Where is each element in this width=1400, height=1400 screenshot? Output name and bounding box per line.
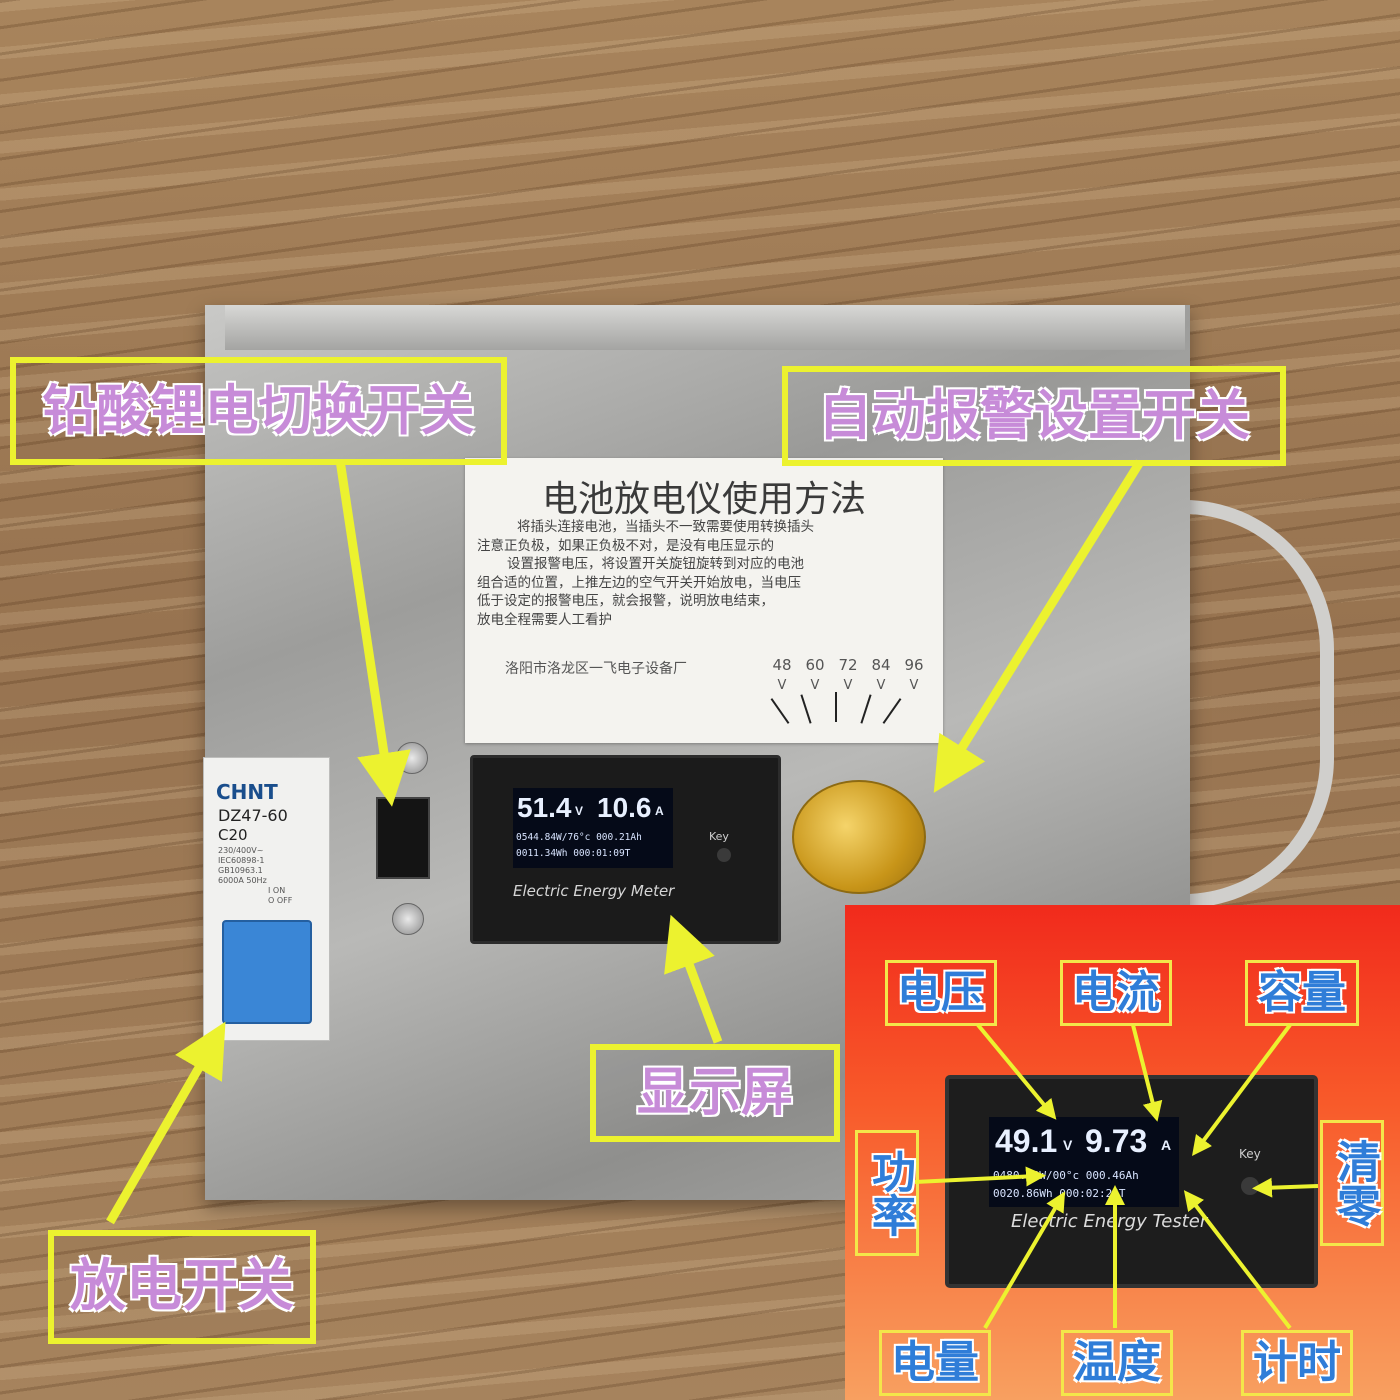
dial-tick xyxy=(835,692,837,722)
breaker-spec-line: 6000A 50Hz xyxy=(218,876,267,885)
meter-current: 10.6 xyxy=(597,792,652,823)
breaker-model: DZ47-60 xyxy=(218,806,288,825)
breaker-off-label: O OFF xyxy=(268,896,293,905)
instruction-line: 组合适的位置，上推左边的空气开关开始放电，当电压 xyxy=(477,574,801,591)
arrow-inset-voltage xyxy=(976,1023,1057,1120)
meter-voltage: 51.4 xyxy=(517,792,572,823)
inset-meter-brand: Electric Energy Tester xyxy=(1011,1211,1208,1232)
breaker-on-label: I ON xyxy=(268,886,286,895)
voltage-unit: V xyxy=(843,678,853,693)
label-discharge-switch: 放电开关 xyxy=(48,1230,316,1344)
sticker-instructions: 将插头连接电池，当插头不一致需要使用转换插头 注意正负极，如果正负极不对，是没有… xyxy=(477,518,933,629)
inset-current-unit: A xyxy=(1161,1137,1172,1153)
breaker-rating: C20 xyxy=(218,826,248,844)
breaker-spec-line: IEC60898-1 xyxy=(218,856,265,865)
arrow-to-breaker xyxy=(106,1021,226,1225)
voltage-unit: V xyxy=(777,678,787,693)
arrow-to-rocker-switch xyxy=(335,459,411,807)
inset-voltage-unit: V xyxy=(1063,1137,1073,1153)
sticker-company: 洛阳市洛龙区一飞电子设备厂 xyxy=(505,661,687,677)
arrow-inset-energy xyxy=(983,1191,1066,1330)
label-lead-lithium-switch: 铅酸锂电切换开关 xyxy=(10,357,507,465)
voltage-value: 48 xyxy=(772,656,792,674)
voltage-unit: V xyxy=(876,678,886,693)
instruction-line: 将插头连接电池，当插头不一致需要使用转换插头 xyxy=(517,519,814,535)
breaker-spec-line: GB10963.1 xyxy=(218,866,263,875)
meter-screen: 51.4 V 10.6 A 0544.84W/76°c 000.21Ah 001… xyxy=(513,788,673,868)
meter-detail-inset: 49.1 V 9.73 A 0480.00W/00°c 000.46Ah 002… xyxy=(845,905,1400,1400)
meter-key-label: Key xyxy=(709,830,729,843)
meter-row-energy: 0011.34Wh 000:01:09T xyxy=(516,848,631,859)
voltage-value: 84 xyxy=(871,656,891,674)
arrow-inset-power xyxy=(914,1166,1046,1187)
voltage-value: 96 xyxy=(904,656,924,674)
voltage-unit: V xyxy=(909,678,919,693)
sticker-title: 电池放电仪使用方法 xyxy=(541,479,866,520)
breaker-toggle-handle[interactable] xyxy=(222,920,312,1024)
voltage-value: 60 xyxy=(805,656,825,674)
breaker-brand: CHNT xyxy=(216,780,278,804)
voltage-unit: V xyxy=(810,678,820,693)
inset-label-reset: 清零 xyxy=(1320,1120,1384,1246)
inset-key-label: Key xyxy=(1239,1147,1261,1161)
label-display-screen: 显示屏 xyxy=(590,1044,840,1142)
lead-lithium-rocker-switch[interactable] xyxy=(376,797,430,879)
alarm-voltage-knob[interactable] xyxy=(792,780,926,894)
inset-label-capacity: 容量 xyxy=(1245,960,1359,1026)
screw-icon xyxy=(392,903,424,935)
instruction-line: 设置报警电压，将设置开关旋钮旋转到对应的电池 xyxy=(507,556,804,572)
inset-label-power: 功率 xyxy=(855,1130,919,1256)
label-alarm-setting-switch: 自动报警设置开关 xyxy=(782,366,1286,466)
inset-label-current: 电流 xyxy=(1060,960,1172,1026)
instruction-line: 注意正负极，如果正负极不对，是没有电压显示的 xyxy=(477,537,774,554)
meter-voltage-unit: V xyxy=(575,804,584,818)
meter-current-unit: A xyxy=(655,804,664,818)
inset-label-temperature: 温度 xyxy=(1061,1330,1173,1396)
instruction-sticker: 电池放电仪使用方法 将插头连接电池，当插头不一致需要使用转换插头 注意正负极，如… xyxy=(465,458,943,743)
inset-current: 9.73 xyxy=(1085,1123,1148,1159)
arrow-inset-current xyxy=(1131,1024,1163,1122)
inset-label-voltage: 电压 xyxy=(885,960,997,1026)
meter-row-power: 0544.84W/76°c 000.21Ah xyxy=(516,832,642,843)
arrow-to-display xyxy=(664,914,723,1044)
energy-meter-display: 51.4 V 10.6 A 0544.84W/76°c 000.21Ah 001… xyxy=(470,755,781,944)
instruction-line: 低于设定的报警电压，就会报警，说明放电结束， xyxy=(477,593,774,609)
meter-key-button[interactable] xyxy=(717,848,731,862)
instruction-line: 放电全程需要人工看护 xyxy=(477,611,612,628)
inset-voltage: 49.1 xyxy=(995,1123,1058,1159)
arrow-inset-timer xyxy=(1183,1190,1292,1330)
air-circuit-breaker[interactable]: CHNT DZ47-60 C20 230/400V~ IEC60898-1 GB… xyxy=(203,757,330,1041)
breaker-spec: 230/400V~ IEC60898-1 GB10963.1 6000A 50H… xyxy=(218,846,318,906)
arrow-inset-capacity xyxy=(1192,1023,1292,1157)
inset-label-energy: 电量 xyxy=(879,1330,991,1396)
box-top-edge xyxy=(225,305,1185,350)
inset-label-timer: 计时 xyxy=(1241,1330,1353,1396)
arrow-to-alarm-knob xyxy=(933,459,1144,793)
arrow-inset-reset xyxy=(1252,1177,1319,1198)
voltage-value: 72 xyxy=(838,656,858,674)
breaker-spec-line: 230/400V~ xyxy=(218,846,264,855)
meter-brand: Electric Energy Meter xyxy=(513,882,675,900)
inset-meter: 49.1 V 9.73 A 0480.00W/00°c 000.46Ah 002… xyxy=(945,1075,1318,1288)
